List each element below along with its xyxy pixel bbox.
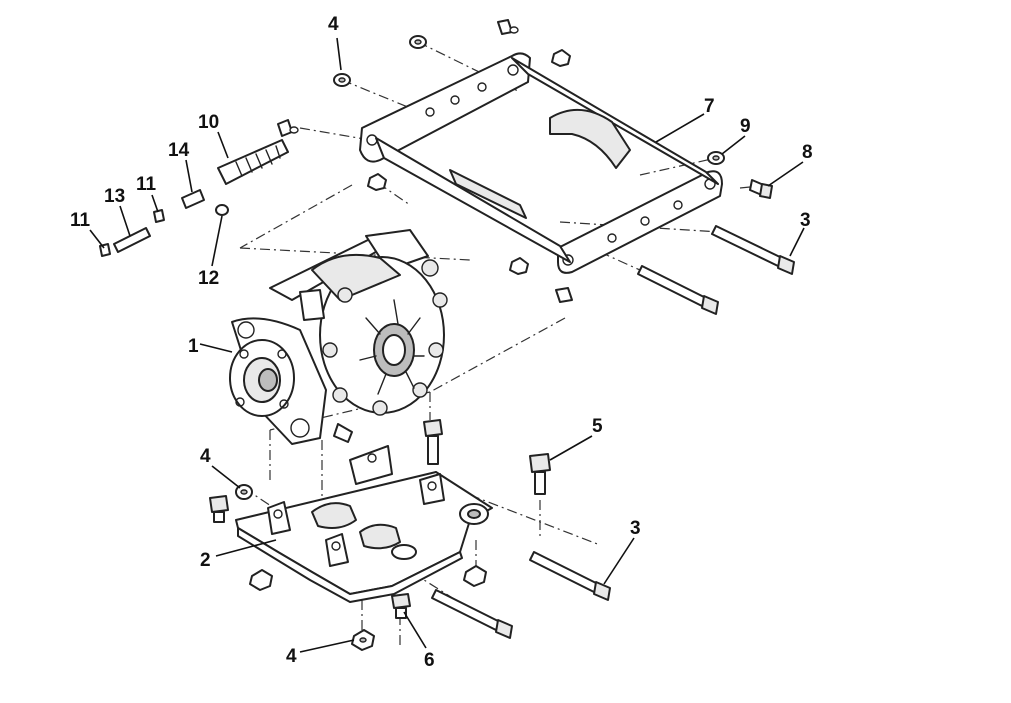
callout-10: 10 — [198, 112, 219, 133]
nut-top-a — [409, 35, 427, 49]
bolt-6 — [391, 593, 411, 619]
callout-14: 14 — [168, 140, 190, 161]
bolt-left-plate — [209, 495, 229, 523]
callout-11-left: 11 — [70, 210, 91, 231]
callout-7: 7 — [704, 96, 715, 117]
callout-4-mid: 4 — [200, 446, 211, 467]
callout-1: 1 — [188, 336, 199, 357]
callout-12: 12 — [198, 268, 219, 289]
callout-4-bottom: 4 — [286, 646, 297, 667]
callout-3-upper: 3 — [800, 210, 811, 231]
nut-frame-left — [367, 173, 387, 191]
leader-lines — [89, 37, 805, 653]
nut-4-bottom — [351, 629, 375, 651]
callout-6: 6 — [424, 650, 435, 671]
callout-8: 8 — [802, 142, 813, 163]
lower-skid-plate — [235, 445, 493, 603]
nut-under-plate-left — [249, 569, 273, 591]
long-bolt-lower-right — [529, 551, 611, 601]
nut-9 — [707, 151, 725, 165]
nut-4-top — [333, 73, 351, 87]
nut-mid — [509, 257, 529, 275]
bolt-top-b — [497, 19, 519, 35]
bolt-vertical-center — [423, 419, 443, 465]
callout-13: 13 — [104, 186, 125, 207]
boot-spring-10 — [217, 139, 289, 185]
bolt-8 — [749, 179, 773, 199]
bolt-mid-small — [555, 287, 573, 303]
bolt-5 — [529, 453, 551, 495]
nut-4-mid — [235, 484, 253, 500]
callout-4-top: 4 — [328, 14, 339, 35]
long-bolt-upper-mid — [637, 265, 719, 315]
nut-top-c — [551, 49, 571, 67]
callout-5: 5 — [592, 416, 603, 437]
callout-11-right: 11 — [136, 174, 157, 195]
callout-9: 9 — [740, 116, 751, 137]
clip-12 — [215, 204, 229, 216]
callout-2: 2 — [200, 550, 211, 571]
sleeve-14 — [181, 189, 205, 209]
upper-mount-frame — [359, 52, 723, 274]
pin-13 — [113, 227, 151, 253]
transaxle-gearbox — [229, 229, 448, 445]
long-bolt-upper-right — [711, 225, 795, 275]
clip-11-right — [153, 209, 165, 223]
nut-under-plate-right — [463, 565, 487, 587]
callout-3-lower: 3 — [630, 518, 641, 539]
bolt-near-spring — [277, 119, 299, 137]
long-bolt-lower-mid — [431, 589, 513, 639]
